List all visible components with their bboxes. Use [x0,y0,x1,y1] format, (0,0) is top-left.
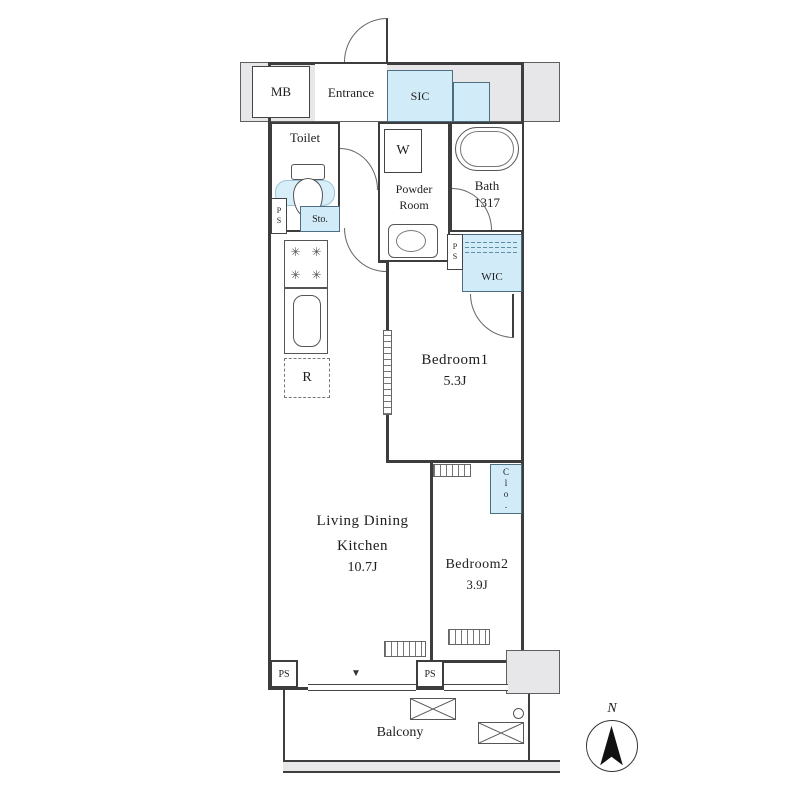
burner-icon: ✳ [290,268,301,282]
sic-label: SIC [410,88,430,103]
ps-label: PS [274,206,284,226]
sliding-panel-left [384,641,426,657]
entrance-label: Entrance [327,84,375,100]
kitchen-counter [284,288,328,354]
north-label: N [607,701,617,716]
bedroom1-size: 5.3J [443,373,467,389]
powder-label-2: Room [399,197,429,212]
entrance-area: Entrance [315,64,387,121]
wic-shelf-dots [465,238,519,256]
balcony-right-edge [528,694,530,762]
ldk-name-line1: Living Dining [316,512,409,529]
ldk-name-line2: Kitchen [337,538,388,554]
bedroom1-name: Bedroom1 [421,352,489,369]
toilet-label-wrap: Toilet [272,130,338,146]
ps-label: PS [450,242,460,262]
powder-label-wrap: Powder Room [380,182,448,213]
sto-label: Sto. [312,213,328,225]
fridge-label: R [302,370,312,385]
burner-icon: ✳ [311,245,322,259]
ldk-label-wrap: Living Dining Kitchen 10.7J [295,496,430,588]
bedroom2-bottom-wall [430,660,524,663]
bedroom2-name: Bedroom2 [445,557,509,573]
burner-icon: ✳ [290,245,301,259]
bedroom1-label-wrap: Bedroom1 5.3J [400,338,510,400]
balcony-left-edge [283,690,285,762]
balcony-label-wrap: Balcony [300,718,500,748]
ac-unit-2 [478,722,524,744]
bedroom2-sliding-door [433,464,471,477]
ac-unit-1 [410,698,456,720]
toilet-label: Toilet [289,130,321,145]
cross-mark-icon [411,699,455,719]
pipe-space-top-left: PS [271,198,287,234]
north-arrow-icon [600,725,623,766]
mb-label: MB [270,84,292,99]
bathtub [455,127,519,171]
bottom-right-pillar [506,650,560,694]
compass-north-label-wrap: N [596,700,628,718]
balcony-label: Balcony [376,725,424,740]
ps-label: PS [278,668,290,680]
vanity-sink [388,224,438,258]
compass [586,720,638,772]
triangle-marker: ▼ [351,667,361,679]
bedroom2-size: 3.9J [466,576,488,592]
pipe-space-bottom-left: PS [270,660,298,688]
sliding-panel-right [448,629,490,645]
entrance-door-leaf [386,18,388,62]
balcony-window-ldk [308,684,416,691]
bath-label: Bath [474,178,500,193]
bedroom2-label-wrap: Bedroom2 3.9J [432,544,522,602]
wic-label: WIC [481,271,503,283]
burner-icon: ✳ [311,268,322,282]
shoe-closet: SIC [387,70,453,122]
bathtub-inner [460,131,514,167]
wic-label-wrap: WIC [463,271,521,283]
balcony-window-bedroom2 [444,684,508,691]
powder-label-1: Powder [395,182,433,196]
washing-machine: W [384,129,422,173]
vanity-basin [396,230,426,252]
cross-mark-icon [479,723,523,743]
meter-box: MB [252,66,310,118]
washer-label: W [396,143,410,158]
bedroom2-left-wall [430,460,433,662]
refrigerator-space: R [284,358,330,398]
balcony-railing [283,760,560,773]
ps-label: PS [424,668,436,680]
closet-label: Clo. [501,467,511,511]
stove: ✳ ✳ ✳ ✳ [284,240,328,288]
shoe-closet-ext [453,82,490,122]
bedroom1-bottom-wall [386,460,524,463]
pipe-space-mid: PS [447,234,463,270]
storage-box: Sto. [300,206,340,232]
pipe-space-bottom-mid: PS [416,660,444,688]
bedroom1-sliding-door [383,330,392,415]
kitchen-sink [293,295,321,347]
entrance-door-arc [344,18,387,62]
ldk-size: 10.7J [347,559,378,575]
closet: Clo. [490,464,522,514]
balcony-drain [513,708,524,719]
window-marker: ▼ [348,666,364,680]
walk-in-closet: WIC [462,234,522,292]
